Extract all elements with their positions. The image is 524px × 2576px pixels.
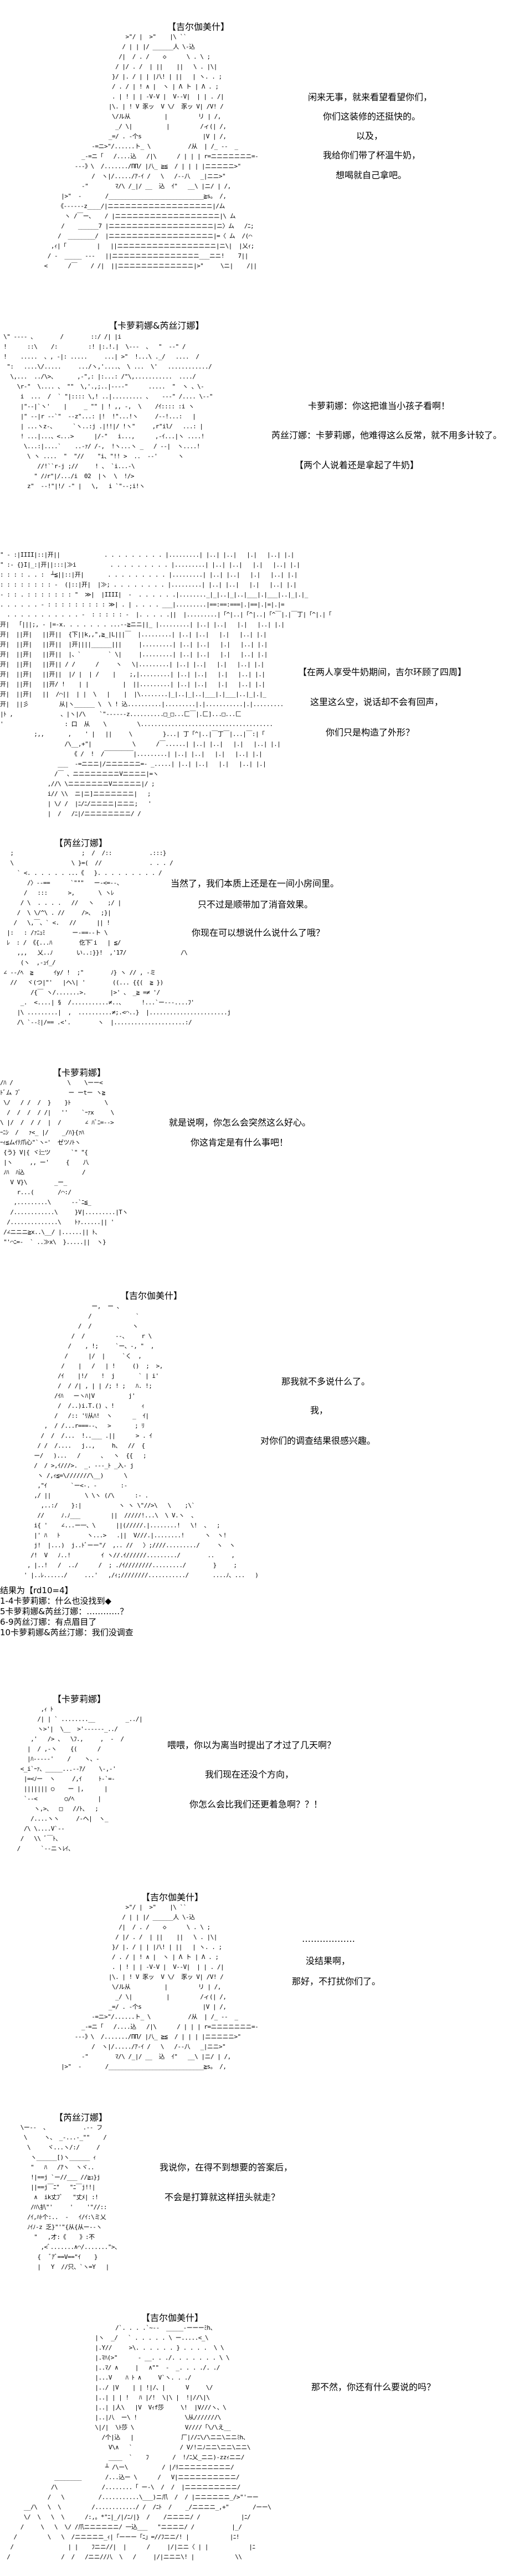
restina-ascii-art: ; ; / /:: .:::} \ \ }=( // . . . / ` <. … [3,849,231,1026]
speaker-label: 【芮丝汀娜】 [54,2112,108,2123]
dialogue-line: 芮丝汀娜：卡萝莉娜，他难得这么反常，就不用多计较了。 [271,430,502,440]
carolina-ascii-art: ,ｨ ﾄ /| | ` ........__ _../| ヽ>'| \__ >'… [17,1706,143,1852]
dialogue-line: ……………… [302,1934,355,1944]
dialogue-line: 没结果啊， [306,1956,351,1966]
dialogue-line: 那不然，你还有什么要说的吗？ [311,2382,436,2392]
panel-1: 【吉尔伽美什】 >"/ | >" |\ `` / | | |/ ______人 … [0,0,524,310]
dialogue-line: 我， [310,1405,328,1416]
dialogue-line: 我给你们带了杯温牛奶， [323,150,421,160]
carolina-ascii-art: /ﾊ / \ \ーー< ﾄﾞム ﾌﾞ ー ーtー ヽ≧ \/ / / / } }… [0,1079,128,1246]
dialogue-line: 这里这么空，说话却不会有回声， [310,697,444,707]
restina-ascii-art: \ー-- 、 .-- フ \ ヽ、 _-...-_"" / \ ヾ...ヽ/:/… [20,2124,121,2271]
dialogue-line: 喂喂，你以为离当时提出了才过了几天啊？ [167,1740,336,1750]
panel-6: 【吉尔伽美什】 ー, ー 、 / ` / / ヽ / / --、 r \ / , [0,1289,524,1655]
panel-5: 【卡萝莉娜】 /ﾊ / \ \ーー< ﾄﾞム ﾌﾞ ー ーtー ヽ≧ \/ / … [0,1057,524,1289]
speaker-label: 【吉尔伽美什】 [167,22,230,32]
roll-option: 5卡萝莉娜&芮丝汀娜：…………？ [0,1606,129,1616]
dialogue-line: 卡萝莉娜：你这把谁当小孩子看啊！ [308,401,450,411]
dialogue-line: 当然了，我们本质上还是在一间小房间里。 [171,878,340,889]
dialogue-line: 你怎么会比我们还更着急啊？？！ [189,1799,323,1810]
dialogue-line: 不会是打算就这样扭头就走？ [165,2192,280,2202]
dialogue-line: 我说你，在得不到想要的答案后， [160,2162,293,2173]
roll-result: 结果为【rd10=4】 [0,1585,73,1595]
room-ascii-art: " - :|IIII|::|开|| . . . . . . . . . |...… [0,551,332,817]
panel-7: 【卡萝莉娜】 ,ｨ ﾄ /| | ` ........__ _../| ヽ>'|… [0,1655,524,1870]
speaker-label: 【吉尔伽美什】 [141,1892,204,1903]
dialogue-line: 你们只是构造了外形？ [326,727,415,738]
roll-option: 6-9芮丝汀娜：有点眉目了 [0,1617,97,1627]
dialogue-line: 以及， [356,131,383,141]
panel-9: 【芮丝汀娜】 \ー-- 、 .-- フ \ ヽ、 _-...-_"" / \ ヾ… [0,2092,524,2302]
dialogue-line: 你现在可以想说什么说什么了哦？ [192,927,325,938]
speaker-label: 【卡萝莉娜】 [53,1067,106,1078]
panel-10: 【吉尔伽美什】 /`. . . .`~-- _____-ーーーﾐh、 |ヽ _/… [0,2302,524,2576]
dialogue-line: 只不过是顺带加了消音效果。 [198,899,314,910]
panel-3: " - :|IIII|::|开|| . . . . . . . . . |...… [0,542,524,830]
panel-4: 【芮丝汀娜】 ; ; / /:: .:::} \ \ }=( // . . . … [0,830,524,1057]
panel-2: 【卡萝莉娜&芮丝汀娜】 \" ---- 、 / ::/ /| |i ! ::\ … [0,310,524,542]
dialogue-line: 闲来无事，就来看望看望你们， [308,92,433,102]
gilgamesh-ascii-art: ー, ー 、 / ` / / ヽ / / --、 r \ / , !; `ー、-… [23,1303,259,1579]
gilgamesh-ascii-art: /`. . . .`~-- _____-ーーーﾐh、 |ヽ _/ ` . . .… [7,2324,271,2561]
speaker-label: 【芮丝汀娜】 [54,838,108,848]
dialogue-line: 我们现在还没个方向， [205,1769,294,1780]
dialogue-line: 就是说啊，你怎么会突然这么好心。 [169,1117,311,1128]
dialogue-line: 你这肯定是有什么事吧！ [191,1137,289,1148]
carolina-restina-ascii-art: \" ---- 、 / ::/ /| |i ! ::\ /: :! |:.!.|… [3,333,213,490]
speaker-label: 【卡萝莉娜&芮丝汀娜】 [109,320,204,331]
dialogue-line: 想喝就自己拿吧。 [336,170,407,180]
panel-8: 【吉尔伽美什】 >"/ | >" |\ `` / | | |/ ______人 … [0,1870,524,2092]
dialogue-line: 【两个人说着还是拿起了牛奶】 [295,460,419,470]
speaker-label: 【吉尔伽美什】 [141,2313,204,2323]
gilgamesh-ascii-art: >"/ | >" |\ `` / | | |/ ______人 \-込 /| /… [44,33,259,269]
speaker-label: 【吉尔伽美什】 [120,1290,183,1301]
roll-option: 10卡萝莉娜&芮丝汀娜：我们没调查 [0,1628,133,1637]
gilgamesh-ascii-art: >"/ | >" |\ `` / | | |/ ______人 \-込 /| /… [61,1904,259,2070]
dialogue-line: 那好，不打扰你们了。 [292,1976,381,1987]
dialogue-line: 你们这装修的还挺快的。 [323,111,421,122]
dialogue-line: 那我就不多说什么了。 [281,1376,371,1387]
roll-option: 1-4卡萝莉娜：什么也没找到◆ [0,1596,112,1606]
dialogue-line: 对你们的调查结果很感兴趣。 [260,1435,376,1446]
dialogue-line: 【在两人享受牛奶期间，吉尔环顾了四周】 [298,667,467,677]
speaker-label: 【卡萝莉娜】 [53,1694,106,1704]
